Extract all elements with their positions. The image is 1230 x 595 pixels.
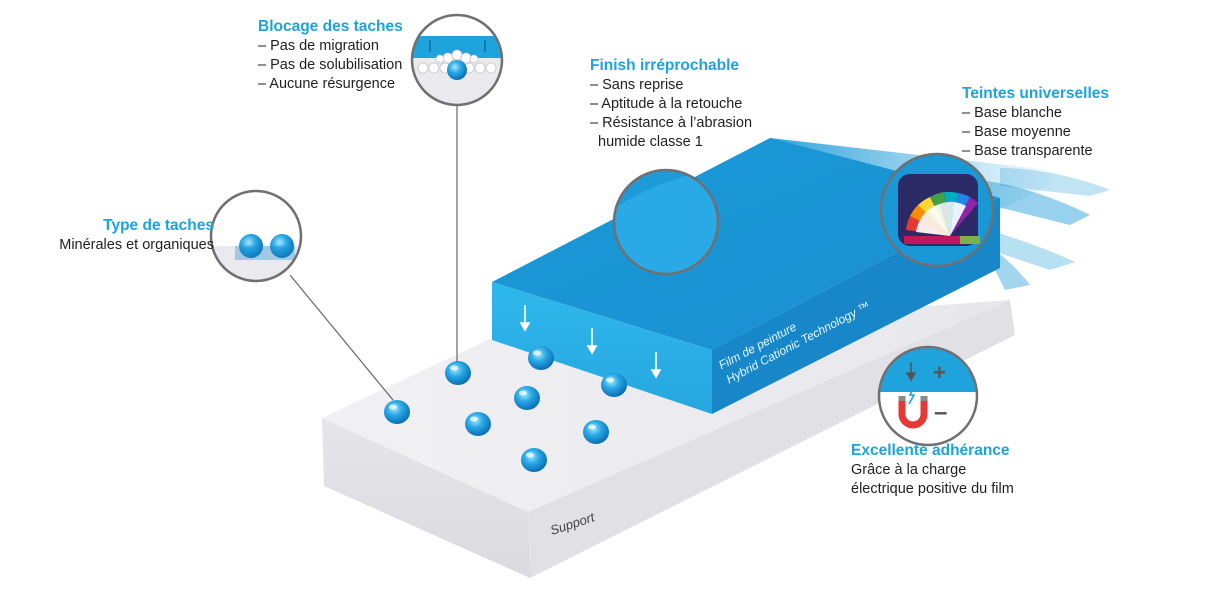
- callout-finish-item: – Résistance à l’abrasion: [590, 115, 753, 131]
- down-arrow-icon: [586, 328, 598, 355]
- stain-drop: [445, 361, 471, 385]
- callout-blocage-item: – Pas de solubilisation: [258, 57, 403, 73]
- callout-blocage-title: Blocage des taches: [258, 18, 403, 35]
- callout-type: Type de taches Minérales et organiques: [40, 216, 214, 255]
- stain-drop: [384, 400, 410, 424]
- film-top-face: [492, 138, 1000, 350]
- stain-drop: [601, 373, 627, 397]
- callout-blocage: Blocage des taches – Pas de migration – …: [258, 17, 403, 94]
- callout-type-item: Minérales et organiques: [59, 237, 214, 253]
- zoom-circle-adherance: + –: [877, 345, 979, 447]
- support-top-face: [322, 300, 1010, 512]
- stain-drop: [528, 346, 554, 370]
- plus-sign: +: [933, 360, 946, 385]
- stain-drop: [514, 386, 540, 410]
- callout-finish: Finish irréprochable – Sans reprise – Ap…: [590, 56, 752, 152]
- callout-adherance-item: Grâce à la charge: [851, 462, 967, 478]
- callout-teintes-title: Teintes universelles: [962, 85, 1110, 102]
- down-arrow-icon: [905, 362, 917, 382]
- down-arrow-icon: [519, 305, 531, 332]
- callout-teintes-item: – Base blanche: [962, 105, 1062, 121]
- callout-type-title: Type de taches: [103, 217, 214, 234]
- callout-adherance-title: Excellente adhérance: [851, 442, 1010, 459]
- callout-adherance: Excellente adhérance Grâce à la charge é…: [851, 441, 1014, 499]
- zoom-circle-type: [209, 189, 303, 283]
- callout-finish-title: Finish irréprochable: [590, 57, 740, 74]
- down-arrow-icon: [650, 352, 662, 379]
- minus-sign: –: [934, 399, 947, 426]
- callout-teintes-item: – Base moyenne: [962, 124, 1071, 140]
- callout-teintes: Teintes universelles – Base blanche – Ba…: [962, 84, 1109, 161]
- stain-drops: [384, 346, 627, 472]
- zoom-circle-teintes: [879, 152, 995, 268]
- callout-blocage-item: – Aucune résurgence: [258, 76, 396, 92]
- stain-drop: [521, 448, 547, 472]
- color-fan-icon: [904, 191, 980, 244]
- callout-finish-item: – Aptitude à la retouche: [590, 96, 743, 112]
- callout-adherance-item: électrique positive du film: [851, 481, 1014, 497]
- callout-teintes-item: – Base transparente: [962, 143, 1093, 159]
- leader-line-type: [289, 274, 394, 401]
- callout-blocage-item: – Pas de migration: [258, 38, 379, 54]
- zoom-circle-finish: [612, 168, 720, 276]
- stain-drop: [465, 412, 491, 436]
- callout-finish-item: – Sans reprise: [590, 77, 684, 93]
- zoom-circle-blocage: [410, 13, 504, 107]
- magnet-icon: [898, 384, 928, 429]
- stain-drop: [583, 420, 609, 444]
- callout-finish-item: humide classe 1: [590, 134, 703, 150]
- support-front-face: [322, 418, 530, 578]
- film-front-face: [492, 282, 712, 414]
